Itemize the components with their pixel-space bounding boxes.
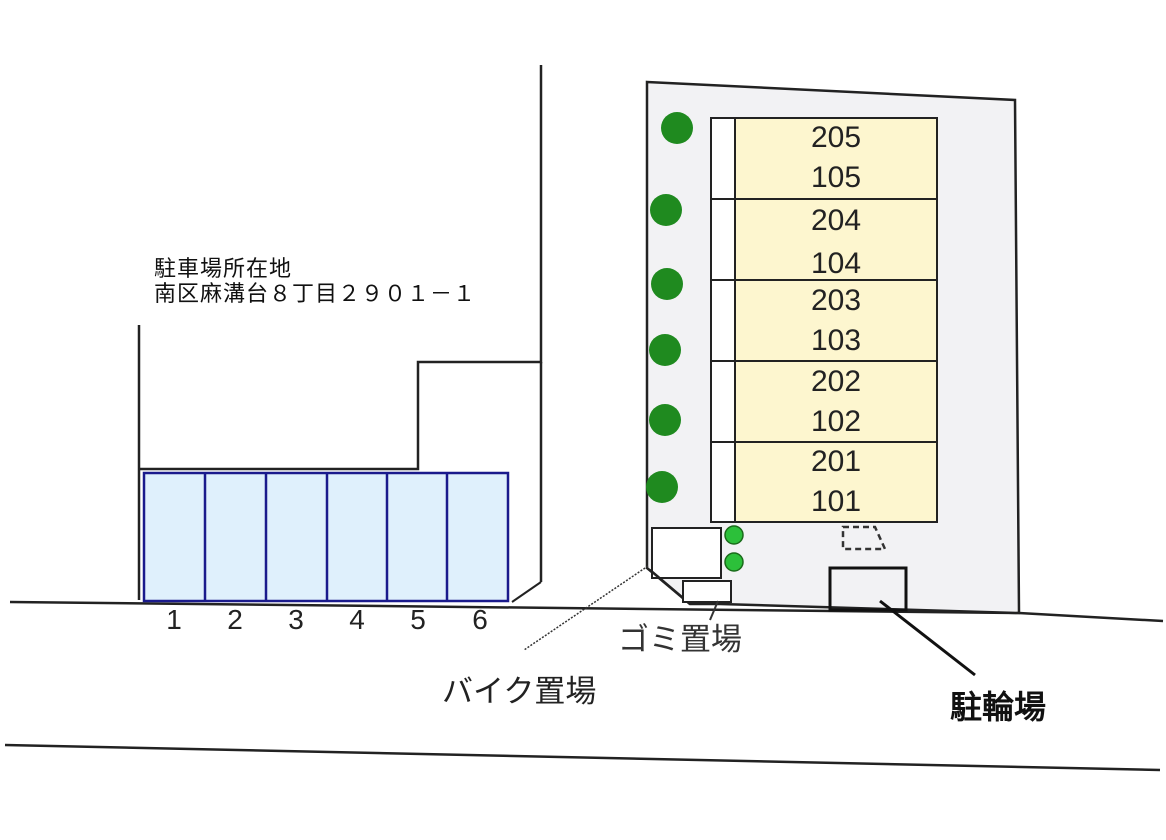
tree-icons (646, 112, 693, 503)
parking-slot-label: 5 (410, 604, 426, 635)
neighbor-boundary-diagonal (511, 581, 542, 603)
address-text: 南区麻溝台８丁目２９０１－１ (154, 282, 477, 307)
unit-label-upper: 205 (810, 121, 862, 154)
bicycle-parking-area (828, 566, 908, 612)
unit-label-lower: 104 (810, 247, 862, 280)
tree-icon (649, 334, 681, 366)
garbage-area-label: ゴミ置場 (618, 622, 742, 658)
unit-label-upper: 204 (810, 204, 862, 237)
garbage-leader-line (709, 600, 719, 621)
garbage-area (682, 580, 732, 603)
address-heading: 駐車場所在地 (154, 257, 293, 282)
road-edge-lower (4, 743, 1161, 772)
unit-label-lower: 101 (810, 485, 862, 518)
bicycle-leader-line (879, 599, 976, 677)
motorcycle-leader-line (523, 565, 649, 651)
unit-label-upper: 201 (810, 445, 862, 478)
tree-icon (646, 471, 678, 503)
unit-label-upper: 203 (810, 284, 862, 317)
neighbor-boundary (139, 65, 543, 471)
bicycle-parking-label: 駐輪場 (950, 688, 1047, 726)
apartment-building (710, 117, 938, 523)
shrub-icons (724, 525, 744, 572)
unit-label-lower: 105 (810, 161, 862, 194)
tree-icon (649, 404, 681, 436)
unit-label-lower: 102 (810, 405, 862, 438)
parking-slot-label: 6 (472, 604, 488, 635)
unit-label-upper: 202 (810, 365, 862, 398)
unit-label-lower: 103 (810, 324, 862, 357)
tree-icon (650, 194, 682, 226)
parking-slot-label: 4 (349, 604, 365, 635)
parking-slot-label: 3 (288, 604, 304, 635)
shrub-icon (724, 525, 744, 545)
road-edge-upper-right (1018, 611, 1164, 623)
tree-icon (661, 112, 693, 144)
parking-spaces (142, 471, 510, 603)
motorcycle-parking-label: バイク置場 (442, 674, 597, 710)
shrub-icon (724, 552, 744, 572)
motorcycle-parking-area (651, 527, 722, 579)
dashed-outline (841, 525, 887, 551)
parking-slot-label: 1 (166, 604, 182, 635)
tree-icon (651, 268, 683, 300)
parking-slot-label: 2 (227, 604, 243, 635)
